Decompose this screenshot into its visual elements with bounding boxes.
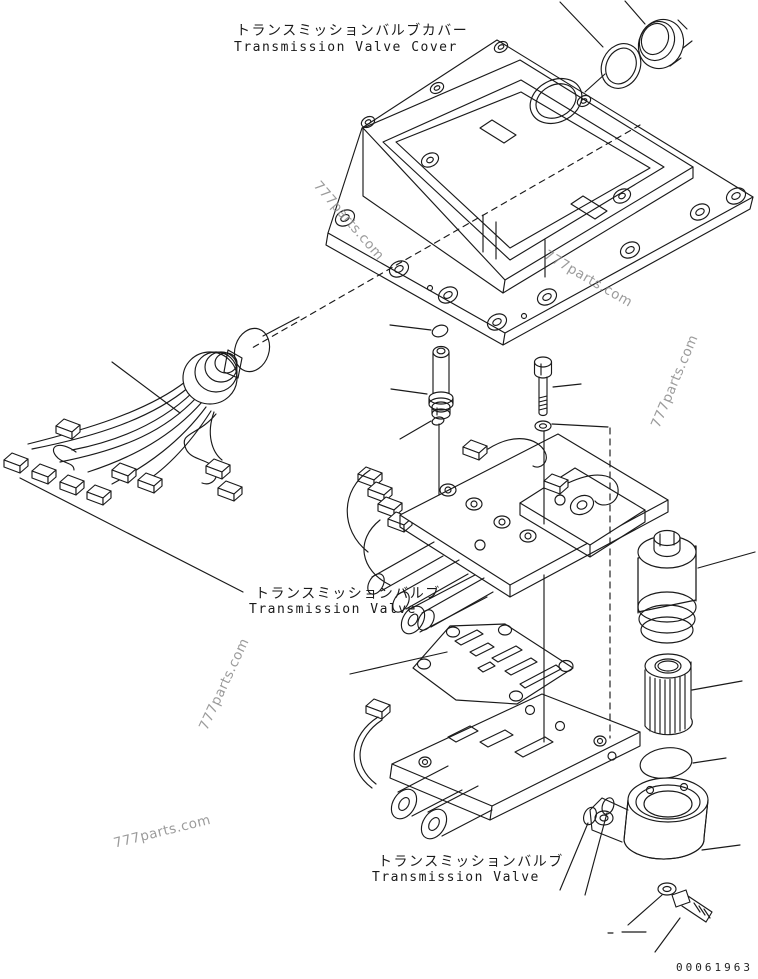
- cover-label-en: Transmission Valve Cover: [234, 40, 458, 55]
- harness-o-ring-drawing: [233, 327, 271, 373]
- leader-lines: [19, 0, 756, 953]
- cover-o-ring-drawing: [600, 43, 642, 89]
- filter-bowl-drawing: [589, 777, 709, 860]
- valve-cover-drawing: [325, 39, 754, 346]
- valve-upper-drawing: [346, 433, 669, 635]
- mounting-bolt-drawing: [533, 356, 553, 417]
- valve-lower-label-jp: トランスミッションバルブ: [378, 854, 564, 870]
- drain-bolt-drawing: [671, 889, 713, 923]
- cover-label-jp: トランスミッションバルブカバー: [236, 23, 469, 39]
- stud-seal-drawing: [431, 416, 445, 426]
- filter-o-ring-drawing: [639, 747, 693, 779]
- filter-canister-drawing: [637, 529, 697, 644]
- wire-harness-drawing: [3, 349, 243, 506]
- valve-upper-label-en: Transmission Valve: [249, 602, 417, 617]
- breather-stud-drawing: [428, 345, 454, 420]
- assembly-axis-dashed: [251, 124, 641, 349]
- valve-upper-label-jp: トランスミッションバルブ: [255, 586, 441, 602]
- stud-o-ring-drawing: [431, 324, 449, 338]
- harness-plug-drawing: [182, 349, 243, 405]
- bolt-washer-drawing: [534, 420, 552, 432]
- drain-washer-drawing: [657, 882, 677, 896]
- plug-cap-drawing: [637, 18, 693, 70]
- valve-lower-drawing: [353, 693, 641, 840]
- part-number: 00061963: [676, 961, 753, 974]
- filter-element-drawing: [644, 653, 693, 736]
- valve-lower-label-en: Transmission Valve: [372, 870, 540, 885]
- valve-gasket-drawing: [412, 623, 574, 705]
